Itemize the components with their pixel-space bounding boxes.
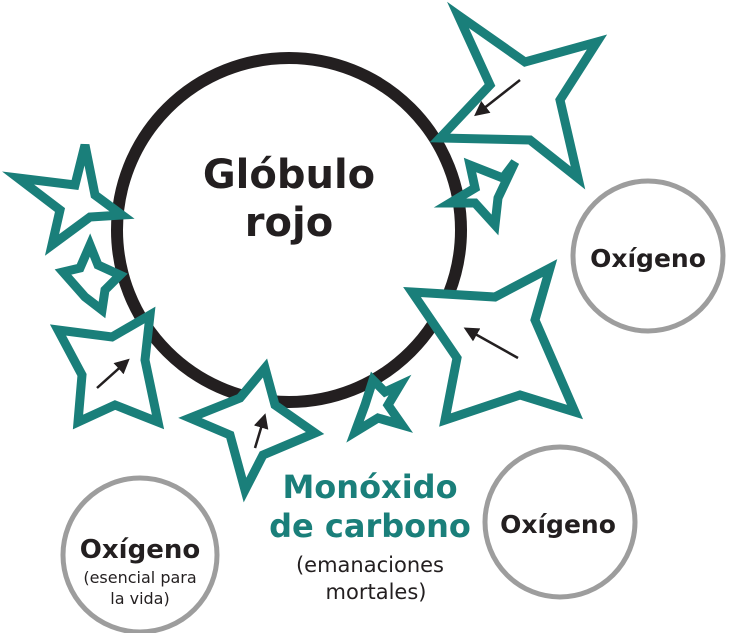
co-star-large-top-right — [429, 1, 608, 190]
co-star-small-left — [54, 233, 128, 319]
co-star-small-right — [433, 157, 520, 236]
binding-arrow-right — [463, 327, 519, 360]
co-star-left-bottom — [49, 306, 165, 430]
red-cell-label-line2: rojo — [245, 200, 333, 246]
red-blood-cell — [111, 52, 467, 408]
oxygen-label-bottom-left: Oxígeno — [80, 535, 200, 565]
oxygen-note-line1: (esencial para — [83, 568, 196, 587]
co-label-line1: Monóxido — [282, 468, 457, 506]
oxygen-circle-bottom-left — [60, 475, 220, 635]
binding-arrow-top-right — [474, 79, 521, 117]
red-cell-label-line1: Glóbulo — [203, 152, 375, 198]
oxygen-note-line2: la vida) — [110, 589, 169, 608]
co-note-line1: (emanaciones — [296, 553, 444, 577]
oxygen-circle-right — [570, 178, 726, 334]
co-label-line2: de carbono — [269, 507, 471, 545]
oxygen-label-bottom-right: Oxígeno — [500, 510, 616, 539]
oxygen-label-right: Oxígeno — [590, 244, 706, 273]
binding-arrow-left — [96, 358, 130, 389]
oxygen-circle-bottom-right — [482, 444, 638, 600]
co-note-line2: mortales) — [326, 580, 427, 604]
binding-arrow-bottom — [253, 413, 269, 449]
co-star-small-bottom — [346, 371, 414, 443]
co-star-bottom — [178, 358, 325, 503]
co-star-left-top — [2, 143, 135, 256]
